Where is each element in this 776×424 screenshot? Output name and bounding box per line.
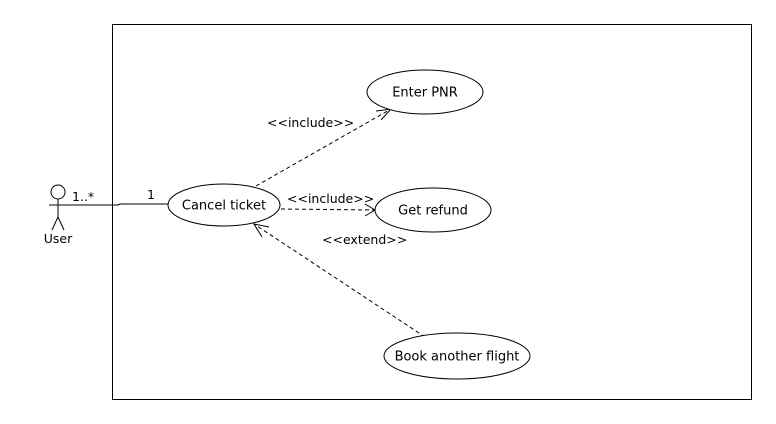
include-refund-label: <<include>> [287,191,374,206]
usecase-enter-pnr-label: Enter PNR [392,86,458,101]
usecase-enter-pnr[interactable]: Enter PNR [366,69,484,115]
usecase-get-refund-shape [374,187,492,233]
include-pnr-arrow[interactable] [255,108,392,187]
usecase-get-refund[interactable]: Get refund [374,187,492,233]
usecase-book-another-flight-shape [383,332,531,380]
actor-user-figure[interactable] [49,184,67,231]
usecase-enter-pnr-shape [366,69,484,115]
usecase-cancel-ticket-label: Cancel ticket [182,199,266,214]
actor-left-leg [51,216,59,231]
actor-multiplicity: 1..* [72,189,94,204]
usecase-book-another-flight[interactable]: Book another flight [383,332,531,380]
usecase-cancel-ticket-shape [167,183,281,227]
actor-right-leg [57,216,65,231]
usecase-get-refund-label: Get refund [398,204,468,219]
actor-head [50,184,66,200]
association-line[interactable] [67,203,169,206]
extend-book-arrowhead [252,223,270,238]
usecase-cancel-ticket[interactable]: Cancel ticket [167,183,281,227]
usecase-book-another-flight-label: Book another flight [395,350,520,365]
include-pnr-label: <<include>> [267,115,354,130]
usecase-multiplicity: 1 [147,187,155,202]
include-refund-arrow[interactable] [280,208,376,211]
extend-book-label: <<extend>> [322,232,407,247]
extend-book-arrow[interactable] [253,223,426,338]
actor-label: User [44,231,73,246]
